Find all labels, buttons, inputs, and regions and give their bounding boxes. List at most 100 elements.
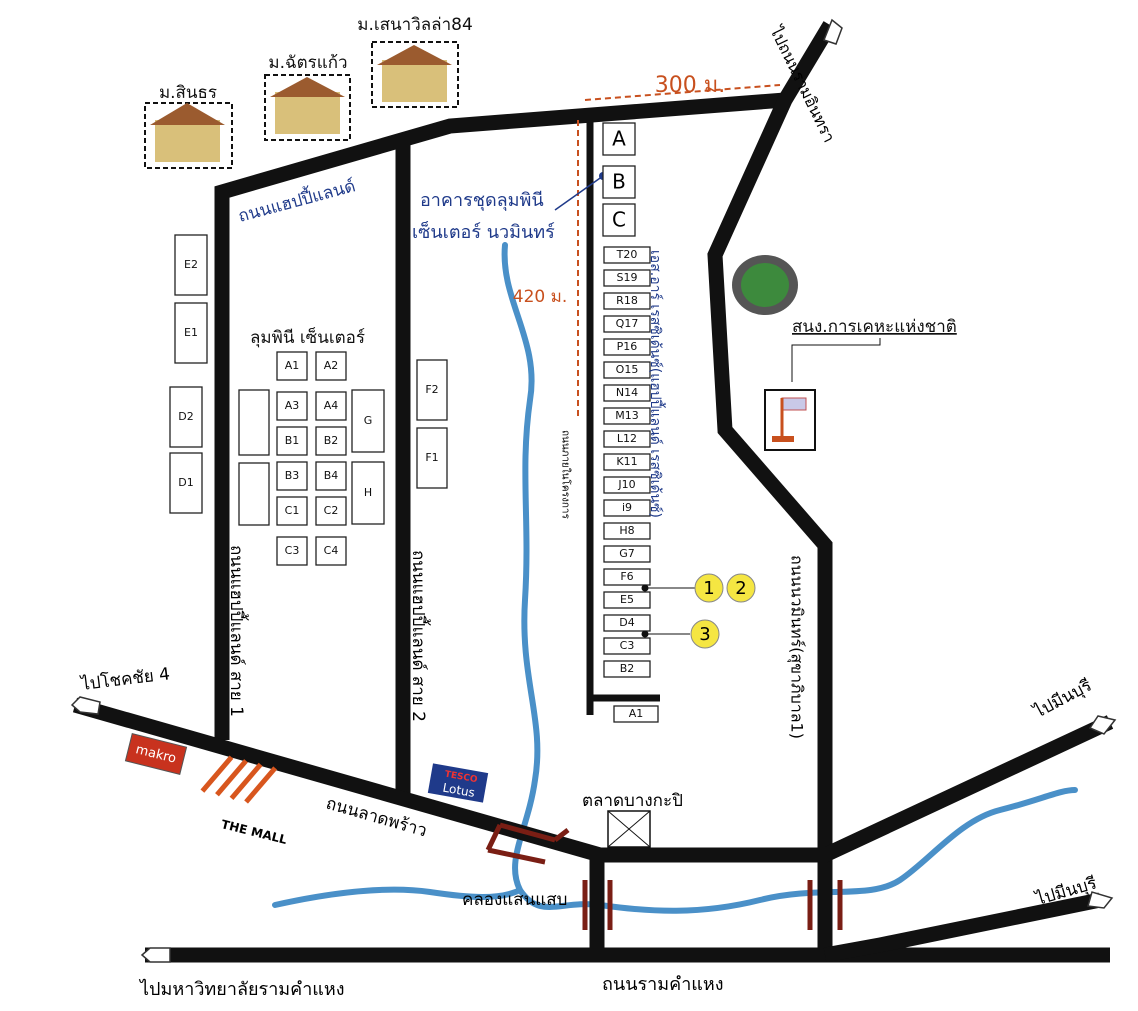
residence-label: เอส.อาร์ เรสซิเด้นซ์(แฮปปี้แลนด์ เรสซิเด… [647,250,666,518]
unit-f6: F6 [603,568,651,586]
village-sinthorn: ม.สินธร [144,83,233,169]
road-label-internal: ถนนภายในโครงการ [560,430,573,519]
svg-text:B: B [612,170,626,194]
canal-left [272,886,523,908]
svg-text:B2: B2 [324,434,339,447]
svg-text:Lotus: Lotus [442,781,476,800]
lumpini-center-title: ลุมพินี เซ็นเตอร์ [250,326,365,348]
svg-text:F6: F6 [620,570,633,583]
unit-o15: O15 [603,361,651,379]
marker-1[interactable]: 1 [694,573,724,603]
svg-text:A: A [612,127,626,151]
svg-text:F2: F2 [425,383,438,396]
svg-text:C4: C4 [324,544,339,557]
svg-text:O15: O15 [616,363,639,376]
village-chatkaew: ม.ฉัตรแก้ว [264,53,351,141]
block-c2: C2 [315,496,347,526]
svg-text:G7: G7 [619,547,635,560]
project-name-line2: เซ็นเตอร์ นวมินทร์ [412,220,555,243]
svg-text:ม.เสนาวิลล่า84: ม.เสนาวิลล่า84 [357,15,473,35]
unit-i9: i9 [603,499,651,517]
svg-text:B3: B3 [285,469,300,482]
block-a1: A1 [276,351,308,381]
svg-text:C2: C2 [324,504,339,517]
canal-label: คลองแสนแสบ [462,890,567,910]
block-f2: F2 [416,359,448,421]
direction-arrows [70,18,1117,963]
svg-text:H8: H8 [619,524,634,537]
block-h: H [351,461,385,525]
svg-text:B1: B1 [285,434,300,447]
block-g: G [351,389,385,453]
unit-j10: J10 [603,476,651,494]
svg-text:J10: J10 [617,478,635,491]
svg-text:P16: P16 [617,340,638,353]
block-e1: E1 [174,302,208,364]
block-c1: C1 [276,496,308,526]
block-c4: C4 [315,536,347,566]
unit-n14: N14 [603,384,651,402]
unit-g7: G7 [603,545,651,563]
unit-m13: M13 [603,407,651,425]
tesco-lotus-logo: TESCO Lotus [427,763,489,803]
block-d1: D1 [169,452,203,514]
svg-text:A3: A3 [285,399,300,412]
road-label-to-minburi-1: ไปมีนบุรี [1029,675,1095,724]
unit-b2: B2 [603,660,651,678]
road-label-to-chokchai: ไปโชคชัย 4 [78,663,171,695]
svg-text:A2: A2 [324,359,339,372]
block-d2: D2 [169,386,203,448]
arrow-icon [823,18,843,45]
svg-text:D2: D2 [178,410,193,423]
svg-text:3: 3 [699,624,710,645]
block-b2: B2 [315,426,347,456]
marker-3[interactable]: 3 [690,619,720,649]
village-sena-villa: ม.เสนาวิลล่า84 [357,15,473,108]
distance-300-line [584,84,781,101]
marker-2[interactable]: 2 [726,573,756,603]
unit-d4: D4 [603,614,651,632]
road-label-happyland1: ถนนแฮปปี้แลนด์ สาย 1 [226,545,249,717]
unit-p16: P16 [603,338,651,356]
svg-text:F1: F1 [425,451,438,464]
arrow-icon [1087,891,1114,909]
river [501,242,1078,914]
unit-a1: A1 [613,705,659,723]
nha-label: สนง.การเคหะแห่งชาติ [792,317,957,337]
svg-text:E2: E2 [184,258,198,271]
roads [72,21,1114,963]
unit-l12: L12 [603,430,651,448]
arrow-icon [70,696,101,715]
svg-text:A1: A1 [629,707,644,720]
block-a2: A2 [315,351,347,381]
road-label-happyland2: ถนนแฮปปี้แลนด์ สาย 2 [408,550,431,722]
bridges [485,822,843,930]
svg-text:C3: C3 [285,544,300,557]
road-label-nawamin: ถนนนวมินทร์(สุขาภิบาล1) [787,555,807,739]
unit-h8: H8 [603,522,651,540]
svg-text:D4: D4 [619,616,634,629]
distance-420-label: 420 ม. [513,287,567,307]
unit-column: T20S19R18Q17P16O15N14M13L12K11J10i9H8G7F… [603,246,659,723]
block-a3: A3 [276,391,308,421]
unit-t20: T20 [603,246,651,264]
block-f1: F1 [416,427,448,489]
svg-text:H: H [364,486,372,499]
svg-text:T20: T20 [616,248,638,261]
unit-s19: S19 [603,269,651,287]
svg-text:C1: C1 [285,504,300,517]
unit-c3: C3 [603,637,651,655]
block-e2: E2 [174,234,208,296]
svg-text:M13: M13 [615,409,639,422]
svg-text:R18: R18 [616,294,638,307]
block-c3: C3 [276,536,308,566]
nha-office-icon [764,389,816,451]
block-b4: B4 [315,461,347,491]
unit-r18: R18 [603,292,651,310]
unit-k11: K11 [603,453,651,471]
svg-text:E1: E1 [184,326,198,339]
svg-text:B4: B4 [324,469,339,482]
